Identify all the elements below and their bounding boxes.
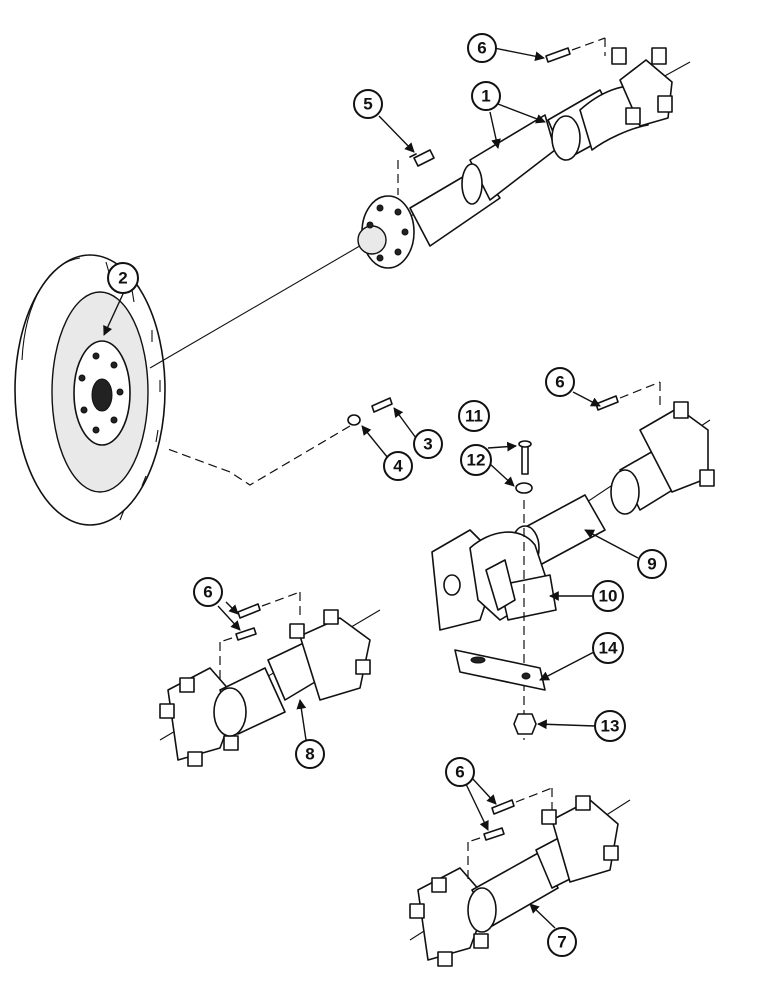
svg-text:6: 6 <box>455 763 464 782</box>
callout-10: 10 <box>592 580 624 612</box>
svg-text:8: 8 <box>305 745 314 764</box>
callout-6-bottom: 6 <box>445 757 475 787</box>
callout-4: 4 <box>383 451 413 481</box>
callout-9: 9 <box>637 549 667 579</box>
callout-1: 1 <box>471 81 501 111</box>
callout-3: 3 <box>413 429 443 459</box>
svg-text:9: 9 <box>647 555 656 574</box>
bolt-washer-11-12 <box>515 440 533 740</box>
callout-5: 5 <box>353 89 383 119</box>
callout-8: 8 <box>295 739 325 769</box>
svg-text:11: 11 <box>465 407 483 426</box>
svg-text:1: 1 <box>481 87 490 106</box>
center-bearing-10 <box>431 529 557 631</box>
svg-text:6: 6 <box>555 373 564 392</box>
callout-13: 13 <box>594 710 626 742</box>
svg-text:5: 5 <box>363 95 372 114</box>
svg-text:12: 12 <box>467 451 486 470</box>
callout-6-top: 6 <box>467 33 497 63</box>
short-driveshaft-8 <box>159 591 381 767</box>
svg-text:14: 14 <box>599 639 618 658</box>
svg-text:10: 10 <box>599 587 618 606</box>
svg-text:13: 13 <box>601 717 620 736</box>
mounting-plate-14 <box>454 649 546 735</box>
callout-11: 11 <box>458 400 490 432</box>
callout-2: 2 <box>107 262 139 294</box>
flywheel-drive-plate <box>14 254 166 526</box>
svg-text:4: 4 <box>393 457 403 476</box>
bolt-5 <box>397 149 435 195</box>
svg-text:3: 3 <box>423 435 432 454</box>
leader-lines <box>103 47 639 929</box>
callout-6-left: 6 <box>193 577 223 607</box>
shaft-centerline <box>149 239 371 369</box>
short-driveshaft-7 <box>409 787 631 967</box>
svg-text:6: 6 <box>477 39 486 58</box>
bolt-washer-3-4 <box>164 397 393 486</box>
svg-text:7: 7 <box>557 933 566 952</box>
callout-6-middle: 6 <box>545 367 575 397</box>
callout-7: 7 <box>547 927 577 957</box>
bolt-6-top <box>545 37 606 63</box>
svg-text:2: 2 <box>118 269 127 288</box>
svg-text:6: 6 <box>203 583 212 602</box>
main-driveshaft <box>357 47 691 269</box>
callout-14: 14 <box>592 632 624 664</box>
callout-12: 12 <box>460 444 492 476</box>
